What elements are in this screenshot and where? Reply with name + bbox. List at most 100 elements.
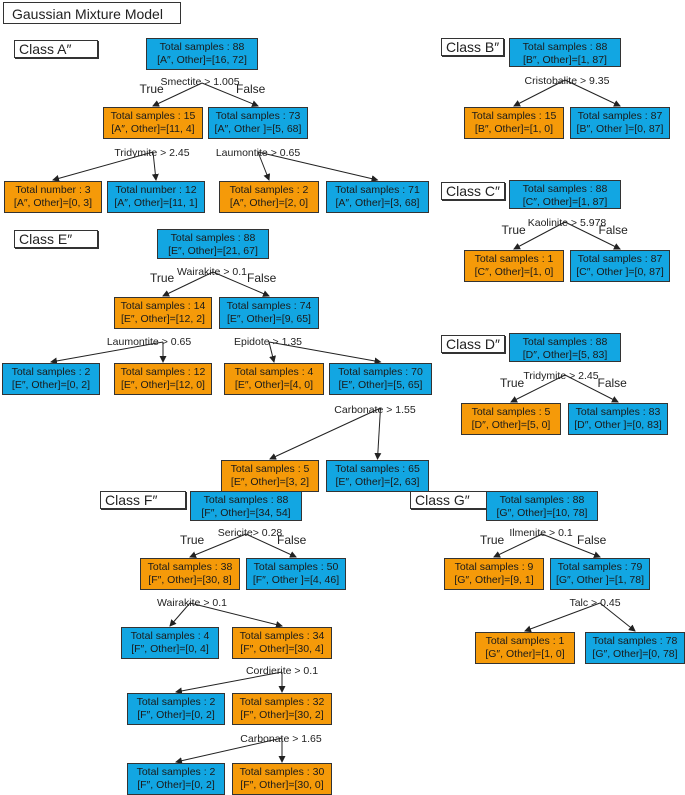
false-branch-label: False: [598, 222, 628, 237]
class-f-split-condition: Carbonate > 1.65: [240, 733, 322, 745]
class-b-node-2: Total samples : 87[B″, Other ]=[0, 87]: [570, 107, 670, 139]
node-counts: [B″, Other]=[1, 0]: [474, 123, 554, 135]
node-counts: [B″, Other ]=[0, 87]: [576, 123, 664, 135]
node-total: Total samples : 30: [239, 766, 325, 778]
node-counts: [F″, Other]=[30, 2]: [240, 709, 324, 721]
node-total: Total number : 12: [115, 184, 197, 196]
node-counts: [F″, Other]=[34, 54]: [201, 507, 291, 519]
true-branch-label: True: [180, 532, 205, 547]
class-a-node-6: Total samples : 71[A″, Other]=[3, 68]: [326, 181, 429, 213]
class-g-node-0: Total samples : 88[G″, Other]=[10, 78]: [486, 491, 598, 521]
node-total: Total samples : 2: [11, 366, 91, 378]
class-f-node-8: Total samples : 30[F″, Other]=[30, 0]: [232, 763, 332, 795]
class-e-label: Class E″: [14, 230, 98, 248]
node-total: Total samples : 5: [471, 406, 551, 418]
node-total: Total samples : 88: [522, 183, 608, 195]
node-total: Total samples : 9: [454, 561, 534, 573]
node-total: Total samples : 73: [215, 110, 301, 122]
node-counts: [B″, Other]=[1, 87]: [523, 54, 607, 66]
class-d-split-condition: Tridymite > 2.45: [523, 370, 599, 382]
node-total: Total samples : 87: [577, 253, 663, 265]
class-g-split-condition: Ilmenite > 0.1: [509, 527, 573, 539]
node-counts: [F″, Other]=[30, 4]: [240, 643, 324, 655]
node-total: Total samples : 1: [474, 253, 554, 265]
node-counts: [F″, Other]=[0, 2]: [137, 709, 215, 721]
node-total: Total samples : 32: [239, 696, 325, 708]
class-d-node-1: Total samples : 5[D″, Other]=[5, 0]: [461, 403, 561, 435]
class-f-node-4: Total samples : 34[F″, Other]=[30, 4]: [232, 627, 332, 659]
node-counts: [A″, Other]=[11, 1]: [114, 197, 198, 209]
node-counts: [E″, Other]=[21, 67]: [168, 245, 258, 257]
class-f-node-3: Total samples : 4[F″, Other]=[0, 4]: [121, 627, 219, 659]
node-counts: [F″, Other]=[0, 2]: [137, 779, 215, 791]
class-f-node-7: Total samples : 2[F″, Other]=[0, 2]: [127, 763, 225, 795]
node-total: Total samples : 83: [575, 406, 661, 418]
class-c-node-2: Total samples : 87[C″, Other ]=[0, 87]: [570, 250, 670, 282]
class-e-node-6: Total samples : 70[E″, Other]=[5, 65]: [329, 363, 432, 395]
node-counts: [G″, Other ]=[1, 78]: [555, 574, 645, 586]
class-a-node-1: Total samples : 15[A″, Other]=[11, 4]: [103, 107, 203, 139]
node-total: Total samples : 88: [522, 41, 608, 53]
node-total: Total samples : 74: [226, 300, 312, 312]
false-branch-label: False: [277, 532, 307, 547]
node-total: Total samples : 87: [577, 110, 663, 122]
class-e-node-1: Total samples : 14[E″, Other]=[12, 2]: [114, 297, 212, 329]
node-counts: [F″, Other ]=[4, 46]: [252, 574, 340, 586]
node-total: Total samples : 15: [471, 110, 557, 122]
class-e-node-8: Total samples : 65[E″, Other]=[2, 63]: [326, 460, 429, 492]
true-branch-label: True: [501, 222, 526, 237]
node-counts: [D″, Other]=[5, 83]: [522, 349, 608, 361]
node-counts: [E″, Other]=[4, 0]: [234, 379, 314, 391]
class-f-node-5: Total samples : 2[F″, Other]=[0, 2]: [127, 693, 225, 725]
node-counts: [A″, Other]=[3, 68]: [335, 197, 420, 209]
true-branch-label: True: [500, 375, 525, 390]
node-total: Total samples : 71: [335, 184, 420, 196]
class-d-node-0: Total samples : 88[D″, Other]=[5, 83]: [509, 333, 621, 362]
node-total: Total samples : 4: [234, 366, 314, 378]
class-a-node-3: Total number : 3[A″, Other]=[0, 3]: [4, 181, 102, 213]
node-total: Total samples : 88: [203, 494, 289, 506]
node-counts: [C″, Other]=[1, 0]: [474, 266, 554, 278]
node-total: Total samples : 79: [557, 561, 643, 573]
class-g-node-1: Total samples : 9[G″, Other]=[9, 1]: [444, 558, 544, 590]
false-branch-label: False: [236, 81, 266, 96]
node-total: Total samples : 5: [230, 463, 310, 475]
node-counts: [A″, Other]=[0, 3]: [13, 197, 93, 209]
class-g-split-condition: Talc > 0.45: [569, 597, 621, 609]
node-counts: [C″, Other ]=[0, 87]: [576, 266, 664, 278]
class-f-label: Class F″: [100, 491, 186, 509]
node-counts: [E″, Other]=[12, 0]: [121, 379, 205, 391]
class-a-label: Class A″: [14, 40, 98, 58]
node-counts: [C″, Other]=[1, 87]: [522, 196, 608, 208]
class-e-node-0: Total samples : 88[E″, Other]=[21, 67]: [157, 229, 269, 259]
node-counts: [G″, Other]=[9, 1]: [454, 574, 534, 586]
node-counts: [A″, Other ]=[5, 68]: [214, 123, 302, 135]
node-total: Total samples : 15: [110, 110, 196, 122]
class-e-split-condition: Wairakite > 0.1: [177, 266, 247, 278]
node-counts: [G″, Other]=[10, 78]: [496, 507, 588, 519]
node-counts: [E″, Other]=[12, 2]: [121, 313, 205, 325]
true-branch-label: True: [150, 271, 175, 285]
class-f-node-0: Total samples : 88[F″, Other]=[34, 54]: [190, 491, 302, 521]
class-g-node-4: Total samples : 78[G″, Other]=[0, 78]: [585, 632, 685, 664]
node-total: Total samples : 88: [522, 336, 608, 348]
node-total: Total samples : 14: [120, 300, 206, 312]
class-e-split-condition: Carbonate > 1.55: [334, 404, 416, 416]
class-e-node-2: Total samples : 74[E″, Other]=[9, 65]: [219, 297, 319, 329]
class-b-node-1: Total samples : 15[B″, Other]=[1, 0]: [464, 107, 564, 139]
node-total: Total samples : 88: [159, 41, 245, 53]
class-a-node-4: Total number : 12[A″, Other]=[11, 1]: [107, 181, 205, 213]
diagram-title: Gaussian Mixture Model: [3, 2, 181, 24]
class-e-node-5: Total samples : 4[E″, Other]=[4, 0]: [224, 363, 324, 395]
class-b-label: Class B″: [441, 38, 505, 56]
class-f-split-condition: Wairakite > 0.1: [157, 597, 227, 609]
node-total: Total samples : 12: [120, 366, 206, 378]
node-total: Total samples : 38: [147, 561, 233, 573]
class-d-label: Class D″: [441, 335, 505, 353]
false-branch-label: False: [577, 532, 607, 547]
class-e-node-3: Total samples : 2[E″, Other]=[0, 2]: [2, 363, 100, 395]
node-total: Total samples : 4: [130, 630, 210, 642]
node-total: Total samples : 2: [229, 184, 309, 196]
true-branch-label: True: [139, 81, 164, 96]
class-b-node-0: Total samples : 88[B″, Other]=[1, 87]: [509, 38, 621, 67]
